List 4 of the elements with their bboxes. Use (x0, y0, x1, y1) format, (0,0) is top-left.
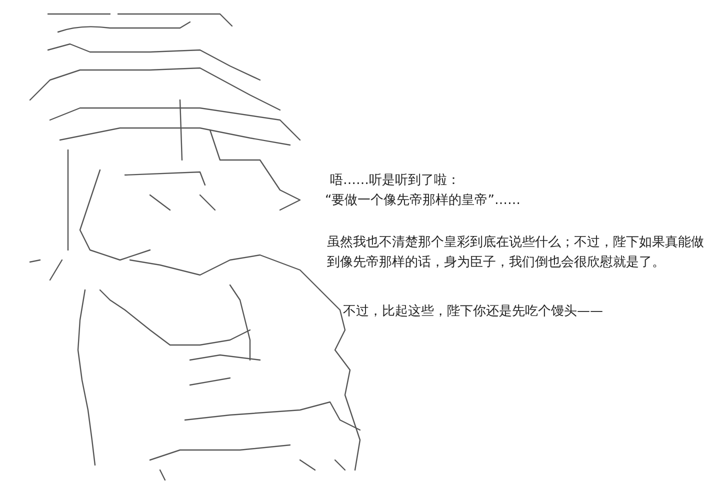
speech-line: 不过，比起这些，陛下你还是先吃个馒头—— (343, 303, 604, 321)
speech-paragraph: 虽然我也不清楚那个皇彩到底在说些什么；不过，陛下如果真能做到像先帝那样的话，身为臣子，我们倒也会很欣慰就是了。 (327, 234, 705, 272)
speech-line: “要做一个像先帝那样的皇帝”…… (325, 192, 522, 210)
speech-line: 唔……听是听到了啦： (330, 172, 461, 190)
